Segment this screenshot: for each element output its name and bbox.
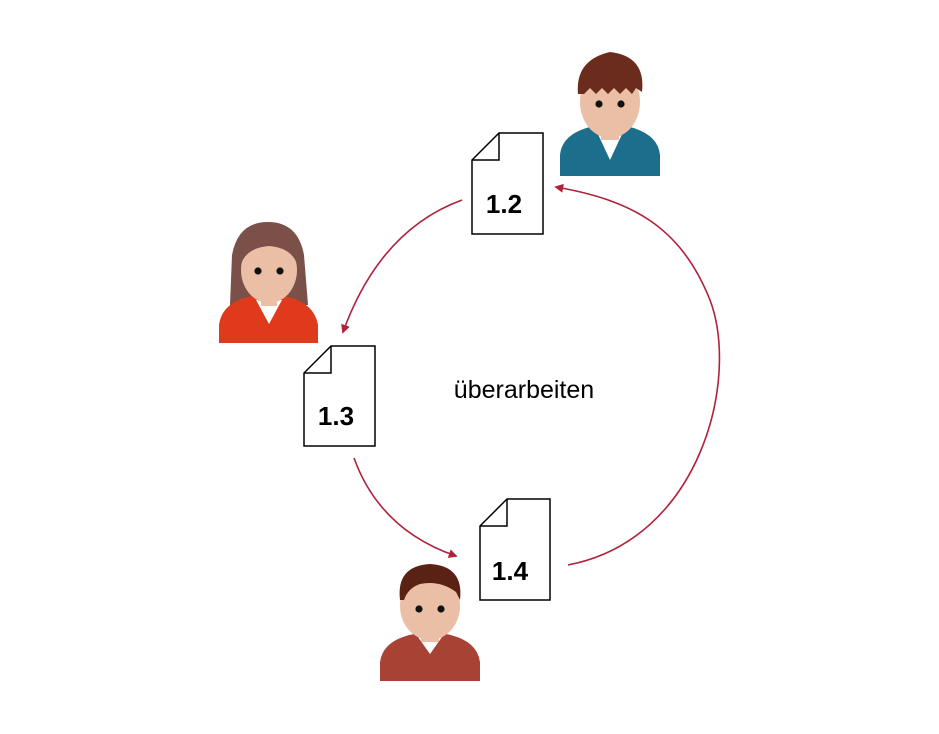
arrow-1-4-to-1-2 xyxy=(554,183,721,566)
document-icon xyxy=(471,132,544,235)
person-eye-right xyxy=(437,605,445,613)
document-icon xyxy=(303,345,376,447)
person-eye-left xyxy=(595,100,603,108)
arrow-1-3-to-1-4 xyxy=(353,457,458,558)
person-shirt xyxy=(380,634,480,681)
person-eye-left xyxy=(415,605,423,613)
person-hair xyxy=(577,52,643,94)
person-bottom xyxy=(380,564,480,681)
person-face xyxy=(241,237,297,303)
cycle-arrows xyxy=(341,183,721,566)
person-eye-left xyxy=(254,267,262,275)
document-label: 1.3 xyxy=(318,401,354,431)
arrow-1-2-to-1-3 xyxy=(341,199,463,334)
person-eye-right xyxy=(617,100,625,108)
document-label: 1.4 xyxy=(492,556,529,586)
person-top-right xyxy=(560,52,660,176)
document-1-4: 1.4 xyxy=(479,498,551,601)
center-label: überarbeiten xyxy=(454,376,594,404)
person-hair-top xyxy=(240,228,298,268)
person-left-woman xyxy=(219,222,318,343)
document-1-2: 1.2 xyxy=(471,132,544,235)
person-face xyxy=(400,572,460,640)
document-1-3: 1.3 xyxy=(303,345,376,447)
document-label: 1.2 xyxy=(486,189,522,219)
person-eye-right xyxy=(276,267,284,275)
person-hair xyxy=(399,564,461,600)
document-icon xyxy=(479,498,551,601)
